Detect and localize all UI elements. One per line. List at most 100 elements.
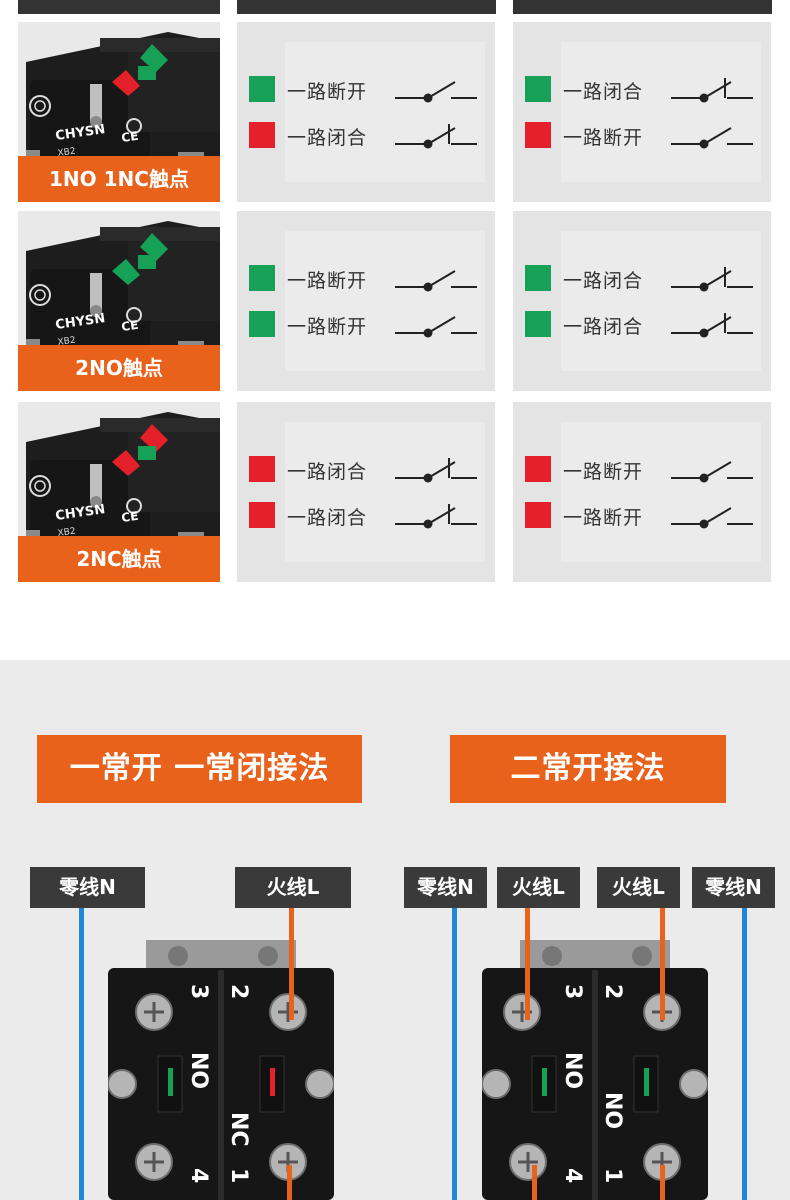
state-color-swatch: [525, 76, 551, 102]
neutral-wire-3: [742, 908, 747, 1200]
closed-contact-symbol-icon: [395, 458, 477, 483]
state-color-swatch: [249, 265, 275, 291]
contact-state-row: 一路断开: [513, 454, 771, 483]
terminal-2-top-left: 3: [560, 984, 585, 999]
state-color-swatch: [249, 76, 275, 102]
live-wire-3-top: [660, 908, 665, 1020]
state-color-swatch: [249, 456, 275, 482]
svg-text:CHYSN: CHYSN: [54, 502, 106, 524]
contact-state-panel-right: 一路闭合一路闭合: [513, 211, 771, 391]
closed-contact-symbol-icon: [395, 504, 477, 529]
contact-block-photo: CHYSN XB2 CE 2NO触点: [18, 211, 220, 391]
contact-state-text: 一路断开: [287, 270, 368, 292]
svg-text:XB2: XB2: [57, 336, 76, 348]
contact-state-row: 一路闭合: [237, 454, 495, 483]
live-label-2: 火线L: [497, 867, 580, 908]
neutral-wire-2: [452, 908, 457, 1200]
contact-state-row: 一路断开: [237, 309, 495, 338]
state-color-swatch: [249, 122, 275, 148]
wiring-section: 一常开 一常闭接法 二常开接法 零线N 火线L 零线N 火线L 火线L 零线N: [0, 660, 790, 1200]
contact-state-text: 一路闭合: [563, 81, 644, 103]
terminal-2-bottom-right: 1: [600, 1168, 625, 1183]
terminal-1-bottom-right: 1: [226, 1168, 251, 1183]
terminal-2-top-right: 2: [600, 984, 625, 999]
state-color-swatch: [525, 456, 551, 482]
panel-inner: [561, 42, 761, 182]
state-color-swatch: [525, 265, 551, 291]
method-2-title: 二常开接法: [450, 735, 726, 803]
svg-text:XB2: XB2: [57, 147, 76, 159]
closed-contact-symbol-icon: [671, 78, 753, 103]
contact-state-row: 一路断开: [237, 263, 495, 292]
contact-state-row: 一路闭合: [513, 74, 771, 103]
contact-type-label: 2NC触点: [18, 536, 220, 582]
neutral-label-3: 零线N: [692, 867, 775, 908]
state-color-swatch: [249, 502, 275, 528]
svg-text:CHYSN: CHYSN: [54, 122, 106, 144]
panel-inner: [285, 231, 485, 371]
live-label-1: 火线L: [235, 867, 351, 908]
contact-block-photo: CHYSN XB2 CE 2NC触点: [18, 402, 220, 582]
closed-contact-symbol-icon: [395, 124, 477, 149]
contact-state-row: 一路断开: [513, 120, 771, 149]
panel-inner: [285, 42, 485, 182]
contact-state-text: 一路闭合: [287, 127, 368, 149]
open-contact-symbol-icon: [671, 127, 753, 149]
panel-inner: [561, 231, 761, 371]
contact-state-text: 一路断开: [287, 316, 368, 338]
closed-contact-symbol-icon: [671, 313, 753, 338]
contact-state-row: 一路断开: [237, 74, 495, 103]
contact-state-text: 一路闭合: [563, 270, 644, 292]
open-contact-symbol-icon: [395, 316, 477, 338]
contact-state-row: 一路闭合: [237, 120, 495, 149]
state-color-swatch: [525, 502, 551, 528]
contact-state-text: 一路闭合: [287, 507, 368, 529]
contact-block-image: CHYSN XB2 CE: [18, 22, 220, 202]
svg-text:CHYSN: CHYSN: [54, 311, 106, 333]
top-strip-mid: [237, 0, 496, 14]
terminal-1-mid-right: NC: [226, 1112, 251, 1147]
terminal-block-2-image: 3 2 NO NO 4 1: [481, 940, 709, 1200]
contact-type-label: 2NO触点: [18, 345, 220, 391]
contact-type-label: 1NO 1NC触点: [18, 156, 220, 202]
open-contact-symbol-icon: [671, 461, 753, 483]
live-wire-3-bottom: [660, 1165, 665, 1200]
contact-state-panel-left: 一路闭合一路闭合: [237, 402, 495, 582]
terminal-block-1-image: 3 2 NO NC 4 1: [107, 940, 335, 1200]
top-strip-left: [18, 0, 220, 14]
panel-inner: [285, 422, 485, 562]
panel-inner: [561, 422, 761, 562]
contact-state-panel-left: 一路断开一路断开: [237, 211, 495, 391]
state-color-swatch: [249, 311, 275, 337]
state-color-swatch: [525, 311, 551, 337]
svg-text:CE: CE: [120, 509, 139, 525]
terminal-block-2: 3 2 NO NO 4 1: [481, 940, 709, 1200]
contact-state-row: 一路闭合: [513, 263, 771, 292]
top-strip-right: [513, 0, 772, 14]
open-contact-symbol-icon: [395, 270, 477, 292]
live-wire-2-bottom: [532, 1165, 537, 1200]
contact-state-text: 一路断开: [287, 81, 368, 103]
terminal-1-bottom-left: 4: [186, 1168, 211, 1183]
terminal-1-mid-left: NO: [186, 1052, 211, 1089]
closed-contact-symbol-icon: [671, 267, 753, 292]
contact-block-photo: CHYSN XB2 CE 1NO 1NC触点: [18, 22, 220, 202]
open-contact-symbol-icon: [395, 81, 477, 103]
contact-state-row: 一路闭合: [237, 500, 495, 529]
live-wire-2-top: [525, 908, 530, 1020]
contact-state-text: 一路断开: [563, 461, 644, 483]
live-wire-1-top: [289, 908, 294, 1020]
neutral-wire-1: [79, 908, 84, 1200]
method-1-title: 一常开 一常闭接法: [37, 735, 362, 803]
neutral-label-2: 零线N: [404, 867, 487, 908]
open-contact-symbol-icon: [671, 507, 753, 529]
contact-state-panel-right: 一路闭合一路断开: [513, 22, 771, 202]
terminal-2-mid-left: NO: [560, 1052, 585, 1089]
contact-state-text: 一路断开: [563, 127, 644, 149]
svg-text:CE: CE: [120, 318, 139, 334]
terminal-1-top-right: 2: [226, 984, 251, 999]
state-color-swatch: [525, 122, 551, 148]
contact-state-panel-left: 一路断开一路闭合: [237, 22, 495, 202]
terminal-2-mid-right: NO: [600, 1092, 625, 1129]
contact-state-row: 一路断开: [513, 500, 771, 529]
